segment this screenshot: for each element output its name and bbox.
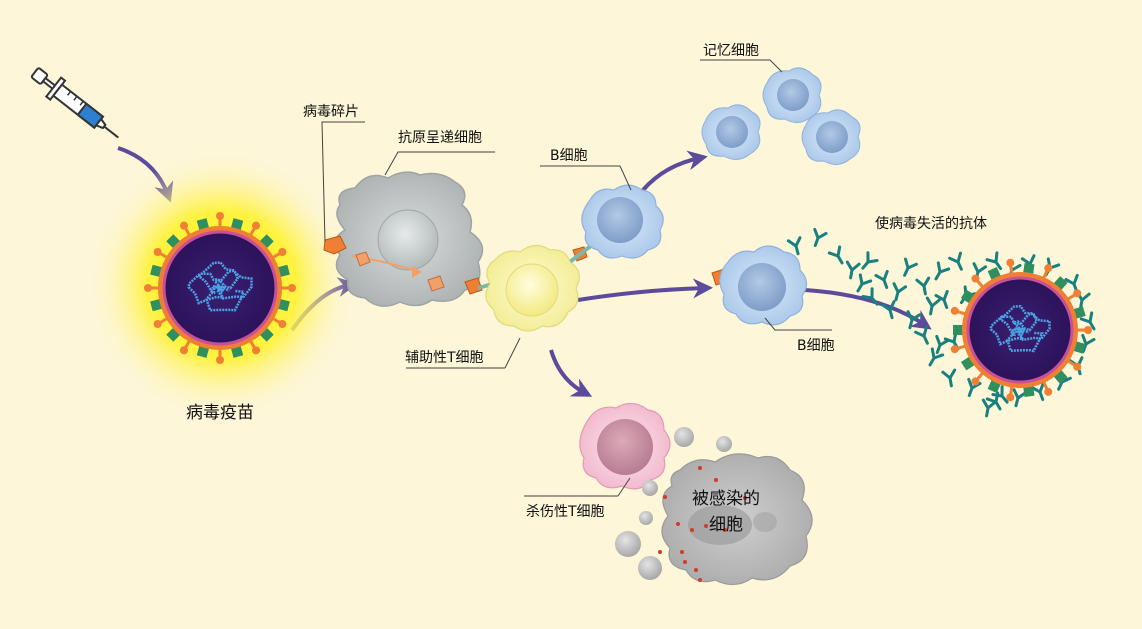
memory-cell-label: 记忆细胞 [703, 43, 759, 59]
antibody-icon [948, 251, 963, 271]
antibody-icon [861, 287, 879, 306]
antibody-icon [967, 377, 982, 398]
debris-bubble [615, 531, 641, 557]
infected-label-line2: 细胞 [709, 515, 743, 535]
antibody-icon [845, 260, 861, 280]
surface-protein [1023, 262, 1035, 275]
arrow-b-to-antibodies [804, 288, 932, 330]
helper-t-label: 辅助性T细胞 [405, 350, 484, 366]
antibody-icon [928, 347, 945, 367]
b-cell-top-label: B细胞 [550, 148, 588, 164]
virus-fragment-icon [355, 251, 371, 267]
surface-protein [150, 264, 163, 278]
virus-fragment-icon [427, 275, 445, 292]
surface-protein [150, 298, 163, 312]
antibody-icon [861, 251, 879, 270]
antibody-icon [903, 257, 918, 277]
killer-t-cell [579, 402, 671, 490]
antibody-icon [915, 276, 931, 296]
memory-cells [701, 67, 861, 165]
antibody-icon [874, 269, 889, 290]
debris-bubble [642, 480, 658, 496]
antibody-icon [985, 251, 1003, 271]
syringe-icon [30, 67, 119, 139]
surface-protein [230, 345, 244, 358]
infected-label-line1: 被感染的 [692, 489, 760, 509]
debris-bubble [639, 511, 653, 525]
virus-fragment-icon [323, 235, 347, 255]
memory-cell [801, 109, 861, 165]
b-cell-top [581, 184, 664, 259]
surface-protein [1073, 341, 1086, 354]
debris-bubble [638, 556, 662, 580]
memory-cell [701, 104, 761, 160]
vaccine-virus [144, 212, 296, 364]
inactivated-virus [950, 258, 1092, 402]
memory-cell [762, 67, 822, 123]
virus-fragment-icon [464, 277, 483, 295]
antibody-icon [941, 368, 957, 388]
antibody-icon [880, 300, 896, 320]
surface-protein [196, 218, 210, 231]
antibody-icon [935, 334, 950, 355]
surface-protein [277, 264, 290, 278]
surface-protein [230, 218, 244, 231]
antigen-presenting-cell [334, 171, 484, 307]
apc-label: 抗原呈递细胞 [398, 130, 482, 146]
antibody-icon [981, 398, 997, 418]
antibody-icon [856, 273, 873, 293]
rna-strand [187, 261, 253, 312]
b-cell-right-label: B细胞 [797, 338, 835, 354]
surface-protein [277, 298, 290, 312]
surface-protein [1023, 385, 1035, 398]
surface-protein [1073, 306, 1086, 319]
arrow-b-to-memory [641, 150, 708, 192]
infected-cell: 被感染的 细胞 [615, 427, 813, 586]
antibody-icon [786, 236, 802, 256]
helper-t-nucleus [505, 263, 559, 317]
apc-nucleus [377, 209, 439, 271]
callout-lines [321, 59, 832, 497]
surface-protein [196, 345, 210, 358]
antibodies [786, 227, 1096, 418]
vaccine-label: 病毒疫苗 [186, 403, 254, 423]
killer-t-label: 杀伤性T细胞 [526, 504, 605, 520]
antibody-icon [892, 282, 908, 302]
virus-fragment-label: 病毒碎片 [303, 104, 359, 120]
rna-strand [989, 305, 1051, 353]
antibody-icon [991, 385, 1009, 404]
arrow-helper-to-b [577, 278, 713, 302]
antibody-icon [925, 296, 941, 316]
labels: 病毒碎片 抗原呈递细胞 B细胞 记忆细胞 辅助性T细胞 B细胞 使病毒失活的抗体… [303, 43, 987, 520]
helper-t-cell [485, 244, 580, 332]
antibody-icon [914, 325, 929, 345]
antibody-icon [813, 227, 828, 248]
antibody-icon [934, 289, 949, 310]
antibody-icon [906, 310, 922, 330]
arrow-helper-to-killer [549, 349, 593, 397]
antibody-icon [827, 245, 844, 265]
debris-bubble [674, 427, 694, 447]
antibody-icon [1079, 311, 1096, 331]
b-cell-right [719, 245, 808, 326]
antibody-icon [934, 261, 951, 281]
surface-protein [953, 325, 963, 335]
antibody-label: 使病毒失活的抗体 [875, 215, 987, 232]
debris-bubble [716, 436, 732, 452]
